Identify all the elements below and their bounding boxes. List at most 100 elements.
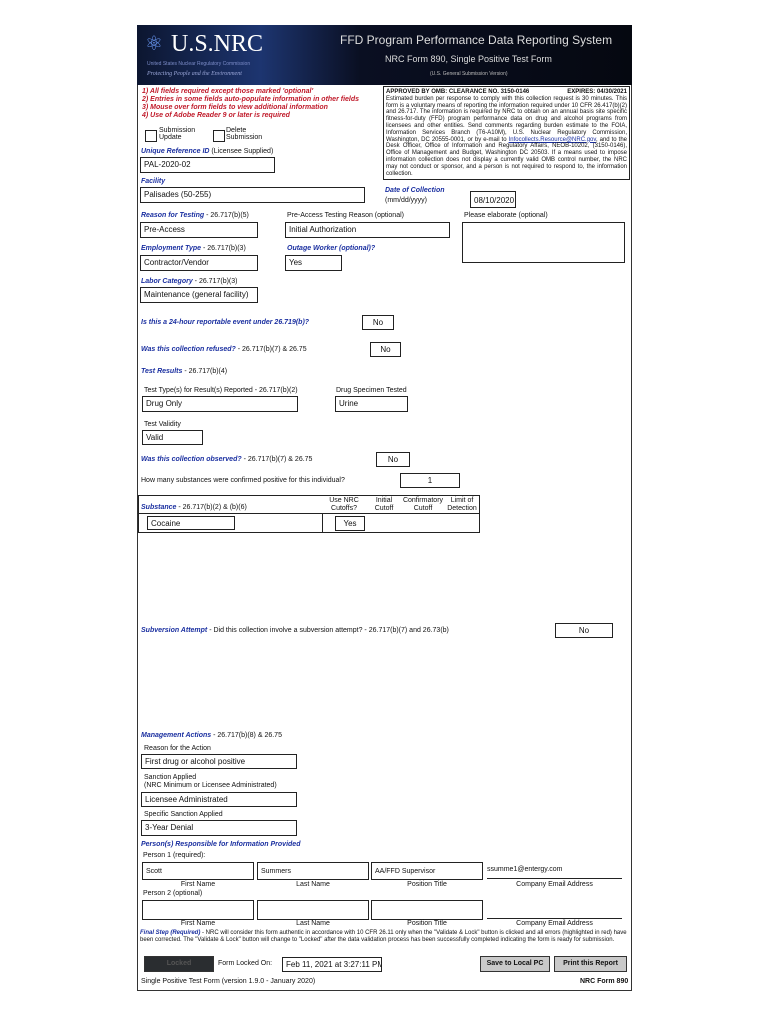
- header-banner: ⚛ U.S.NRC United States Nuclear Regulato…: [137, 25, 632, 85]
- omb-notice: APPROVED BY OMB: CLEARANCE NO. 3150-0146…: [383, 86, 630, 181]
- version-note: (U.S. General Submission Version): [430, 71, 508, 77]
- observed-label: Was this collection observed?: [141, 456, 242, 463]
- person1-first-name-input[interactable]: Scott: [142, 862, 254, 880]
- note: 3) Mouse over form fields to view additi…: [142, 104, 328, 111]
- col-limit-of-detection: Limit of Detection: [447, 497, 477, 512]
- footer-version: Single Positive Test Form (version 1.9.0…: [141, 978, 316, 985]
- reference-id-input[interactable]: PAL-2020-02: [140, 157, 275, 173]
- person1-title-input[interactable]: AA/FFD Supervisor: [371, 862, 483, 880]
- person2-label: Person 2 (optional): [143, 890, 203, 897]
- specific-label: Specific Sanction Applied: [144, 811, 223, 818]
- outage-worker-select[interactable]: Yes: [285, 255, 342, 271]
- delete-submission-checkbox[interactable]: [213, 130, 225, 142]
- date-of-collection-input[interactable]: 08/10/2020: [470, 191, 516, 208]
- labor-label: Labor Category: [141, 278, 193, 285]
- results-label: Test Results: [141, 368, 183, 375]
- form-subtitle: NRC Form 890, Single Positive Test Form: [385, 54, 552, 64]
- specimen-select[interactable]: Urine: [335, 396, 408, 412]
- elaborate-textarea[interactable]: [462, 222, 625, 263]
- col-position-title: Position Title: [407, 881, 447, 888]
- count-label: How many substances were confirmed posit…: [141, 477, 345, 484]
- date-format: (mm/dd/yyyy): [385, 197, 427, 204]
- final-step-note: Final Step (Required) - NRC will conside…: [140, 930, 630, 944]
- col-last-name: Last Name: [296, 920, 330, 927]
- reason-ref: - 26.717(b)(5): [204, 212, 249, 219]
- print-report-button[interactable]: Print this Report: [554, 956, 627, 972]
- sanction-select[interactable]: Licensee Administrated: [141, 792, 297, 807]
- omb-clearance: APPROVED BY OMB: CLEARANCE NO. 3150-0146: [386, 89, 530, 95]
- sanction-label-note: (NRC Minimum or Licensee Administrated): [144, 782, 277, 789]
- person2-email-input[interactable]: [487, 906, 622, 919]
- results-ref: - 26.717(b)(4): [182, 368, 228, 375]
- date-label: Date of Collection: [385, 187, 445, 194]
- logo-subtitle: United States Nuclear Regulatory Commiss…: [147, 61, 251, 67]
- specific-sanction-select[interactable]: 3-Year Denial: [141, 820, 297, 836]
- subversion-select[interactable]: No: [555, 623, 613, 638]
- facility-label: Facility: [141, 178, 166, 185]
- h24-select[interactable]: No: [362, 315, 394, 330]
- final-step-label: Final Step (Required): [140, 930, 201, 936]
- validity-select[interactable]: Valid: [142, 430, 203, 445]
- ref-label: Unique Reference ID: [141, 148, 210, 155]
- employment-label: Employment Type: [141, 245, 202, 252]
- subversion-question: - Did this collection involve a subversi…: [207, 627, 449, 634]
- substance-select[interactable]: Cocaine: [147, 516, 235, 530]
- note: 1) All fields required except those mark…: [142, 88, 314, 95]
- person1-email-input[interactable]: ssumme1@entergy.com: [487, 866, 622, 879]
- elaborate-label: Please elaborate (optional): [464, 212, 548, 219]
- test-types-select[interactable]: Drug Only: [142, 396, 298, 412]
- labor-ref: - 26.717(b)(3): [192, 278, 238, 285]
- refused-select[interactable]: No: [370, 342, 401, 357]
- mgmt-label: Management Actions: [141, 732, 212, 739]
- person2-title-input[interactable]: [371, 900, 483, 920]
- outage-label: Outage Worker (optional)?: [287, 245, 376, 252]
- logo-tagline: Protecting People and the Environment: [147, 71, 242, 77]
- note: 2) Entries in some fields auto-populate …: [142, 96, 360, 103]
- refused-ref: - 26.717(b)(7) & 26.75: [235, 346, 307, 353]
- substance-label: Substance: [141, 504, 177, 511]
- action-reason-label: Reason for the Action: [144, 745, 211, 752]
- col-first-name: First Name: [180, 920, 216, 927]
- ref-label-note: (Licensee Supplied): [209, 148, 274, 155]
- employment-ref: - 26.717(b)(3): [201, 245, 246, 252]
- preaccess-reason-select[interactable]: Initial Authorization: [285, 222, 450, 238]
- col-use-nrc-cutoffs: Use NRC Cutoffs?: [329, 497, 359, 512]
- submission-update-checkbox[interactable]: [145, 130, 157, 142]
- subversion-label: Subversion Attempt: [141, 627, 208, 634]
- specimen-label: Drug Specimen Tested: [336, 387, 407, 394]
- person2-first-name-input[interactable]: [142, 900, 254, 920]
- mgmt-ref: - 26.717(b)(8) & 26.75: [211, 732, 282, 739]
- col-position-title: Position Title: [407, 920, 447, 927]
- substance-ref: - 26.717(b)(2) & (b)(6): [176, 504, 247, 511]
- action-reason-select[interactable]: First drug or alcohol positive: [141, 754, 297, 769]
- validate-lock-button[interactable]: Locked: [144, 956, 214, 972]
- submission-update-label: Submission Update: [159, 127, 196, 141]
- notice-text-2: , and to the Desk Officer, Office of Inf…: [386, 136, 627, 177]
- substance-table: Substance - 26.717(b)(2) & (b)(6) Use NR…: [138, 495, 480, 533]
- labor-category-select[interactable]: Maintenance (general facility): [140, 287, 258, 303]
- app-title: FFD Program Performance Data Reporting S…: [340, 33, 613, 47]
- use-nrc-cutoffs-select[interactable]: Yes: [335, 516, 365, 531]
- facility-select[interactable]: Palisades (50-255): [140, 187, 365, 203]
- person1-last-name-input[interactable]: Summers: [257, 862, 369, 880]
- logo: U.S.NRC: [171, 31, 264, 57]
- reason-select[interactable]: Pre-Access: [140, 222, 258, 238]
- observed-select[interactable]: No: [376, 452, 410, 467]
- persons-label: Person(s) Responsible for Information Pr…: [141, 841, 301, 848]
- col-email: Company Email Address: [516, 881, 593, 888]
- sanction-label: Sanction Applied: [144, 774, 197, 781]
- reason-label: Reason for Testing: [141, 212, 205, 219]
- locked-on-field: Feb 11, 2021 at 3:27:11 PM: [282, 957, 382, 972]
- save-to-local-pc-button[interactable]: Save to Local PC: [480, 956, 550, 972]
- types-label: Test Type(s) for Result(s) Reported - 26…: [144, 387, 298, 394]
- employment-type-select[interactable]: Contractor/Vendor: [140, 255, 258, 271]
- locked-on-label: Form Locked On:: [218, 960, 273, 967]
- person2-last-name-input[interactable]: [257, 900, 369, 920]
- notice-text: Estimated burden per response to comply …: [386, 95, 627, 143]
- atom-logo-icon: ⚛: [145, 33, 163, 55]
- substance-count-input[interactable]: 1: [400, 473, 460, 488]
- col-first-name: First Name: [180, 881, 216, 888]
- delete-submission-label: Delete Submission: [226, 127, 263, 141]
- infocollects-email-link[interactable]: Infocollects.Resource@NRC.gov: [508, 136, 596, 143]
- final-step-text: - NRC will consider this form authentic …: [140, 930, 627, 943]
